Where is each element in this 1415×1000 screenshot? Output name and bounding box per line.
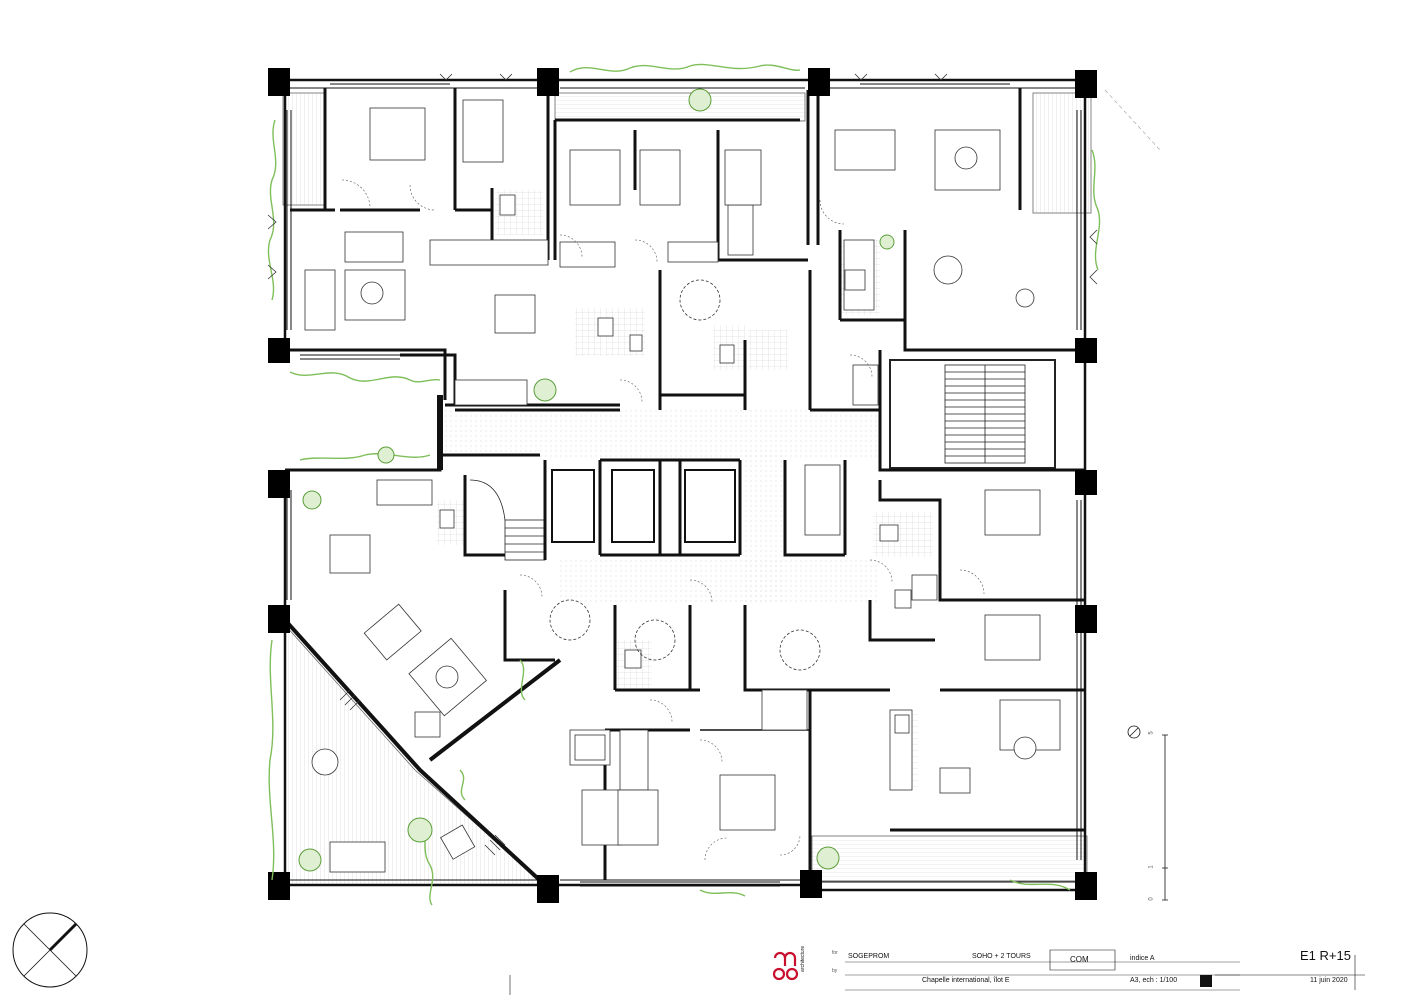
scale-bar: [1127, 725, 1168, 901]
bathroom-fixtures: [439, 194, 912, 734]
for-label: for: [832, 950, 838, 956]
north-arrow-icon: [12, 912, 88, 988]
scale-label-1: 1: [1148, 865, 1155, 869]
elevator-shafts: [551, 469, 736, 543]
location-label: Chapelle international, îlot E: [922, 977, 1010, 984]
revision-label: indice A: [1130, 955, 1155, 962]
by-label: by: [832, 968, 838, 974]
scale-indicator-icon: [1127, 725, 1141, 739]
exterior-door-marks: [267, 73, 1098, 856]
scale-label-0: 0: [1148, 897, 1155, 901]
scale-label-5: 5: [1148, 731, 1155, 735]
logo-subtitle: architecture: [800, 945, 806, 972]
section-hint-line: [1104, 89, 1161, 151]
drawing-id: E1 R+15: [1300, 948, 1351, 963]
living-furniture: [304, 129, 1061, 860]
title-block-frame: [509, 949, 1365, 995]
structural-columns: [268, 68, 1097, 903]
balconies: [282, 92, 1092, 886]
plant-pots: [298, 88, 895, 872]
client-name: SOGEPROM: [848, 953, 890, 960]
dining-tables: [311, 255, 1035, 794]
phase-label: COM: [1070, 955, 1089, 964]
project-name: SOHO + 2 TOURS: [972, 953, 1031, 960]
drawing-date: 11 juin 2020: [1310, 977, 1348, 984]
windows: [286, 79, 1082, 887]
central-corridor: [445, 410, 885, 605]
door-swings: [341, 179, 985, 861]
format-label: A3, ech : 1/100: [1130, 977, 1178, 984]
logo-mark: [772, 951, 799, 981]
beds: [329, 99, 1041, 873]
